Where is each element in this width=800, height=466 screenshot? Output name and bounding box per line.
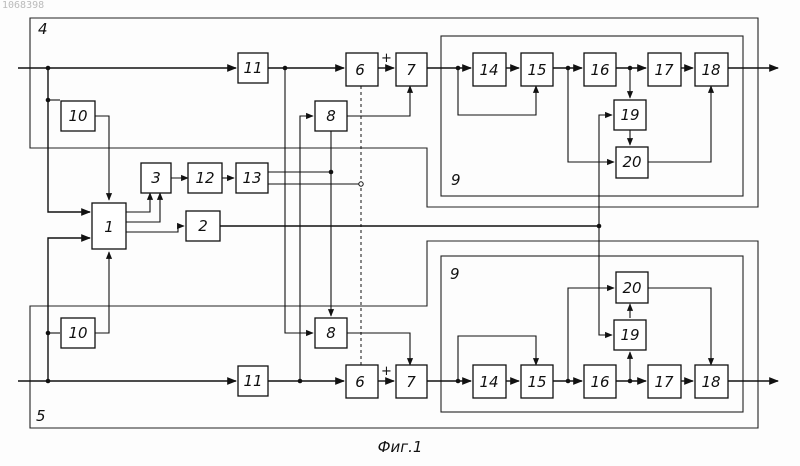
document-number: 1068398 [2,0,44,11]
block-17-top: 17 [648,53,681,86]
svg-text:20: 20 [622,153,641,171]
upper-channel-frame [30,18,758,207]
wire-8-bot-to-7-bot [347,333,410,365]
block-15-top: 15 [521,53,553,86]
block-17-bot: 17 [648,365,681,398]
block-8-top: 8 [315,101,347,131]
frame-label-5: 5 [36,407,46,425]
svg-text:8: 8 [326,324,336,342]
svg-text:14: 14 [479,61,498,79]
svg-text:6: 6 [355,61,365,79]
block-20-bot: 20 [616,272,648,303]
block-14-top: 14 [473,53,506,86]
block-6-bot: 6 [346,365,378,398]
svg-text:16: 16 [590,373,609,391]
wire-11-top-to-8-bot [285,68,313,333]
svg-text:11: 11 [243,59,262,77]
svg-text:14: 14 [479,373,498,391]
svg-text:19: 19 [620,106,639,124]
junction-open [359,182,363,186]
block-20-top: 20 [616,147,648,178]
svg-text:7: 7 [406,373,416,391]
svg-text:6: 6 [355,373,365,391]
block-19-bot: 19 [614,320,646,350]
svg-text:18: 18 [701,373,720,391]
wire-11-bot-to-8-top [300,116,313,381]
block-12: 12 [188,163,222,193]
svg-text:10: 10 [68,107,87,125]
svg-text:16: 16 [590,61,609,79]
block-10-bot: 10 [61,318,95,348]
figure-caption: Фиг.1 [378,438,423,456]
wire-8-top-to-7-top [347,86,410,116]
block-14-bot: 14 [473,365,506,398]
svg-text:15: 15 [527,61,546,79]
block-19-top: 19 [614,100,646,130]
wire-10-bot-to-1 [95,252,109,333]
block-7-bot: 7 [396,365,427,398]
block-18-top: 18 [695,53,728,86]
svg-text:20: 20 [622,279,641,297]
svg-text:17: 17 [654,61,674,79]
frame-label-9-lower: 9 [450,265,460,283]
wire-1-to-3-a [126,193,150,212]
svg-text:15: 15 [527,373,546,391]
wire-bot-in-to-1 [48,238,90,381]
block-7-top: 7 [396,53,427,86]
svg-text:7: 7 [406,61,416,79]
svg-text:3: 3 [151,169,161,187]
wire-top-in-to-1 [48,68,90,212]
svg-text:2: 2 [198,217,208,235]
block-10-top: 10 [61,101,95,131]
block-16-top: 16 [584,53,616,86]
lower-channel-frame [30,241,758,428]
plus-sign-bot: + [381,364,392,379]
svg-text:13: 13 [242,169,261,187]
svg-text:17: 17 [654,373,674,391]
wire-2-to-19-top [599,115,612,225]
wire-10-top-to-1 [95,116,109,200]
frame-label-4: 4 [38,20,48,38]
block-11-top: 11 [238,53,268,83]
block-13: 13 [236,163,268,193]
svg-text:10: 10 [68,324,87,342]
block-1: 1 [92,203,126,249]
svg-text:8: 8 [326,107,336,125]
block-3: 3 [141,163,171,193]
wire-1-to-3-b [126,193,160,222]
svg-text:18: 18 [701,61,720,79]
svg-text:1: 1 [104,218,114,236]
wire-20-to-18-top [648,86,711,162]
plus-sign-top: + [381,51,392,66]
block-2: 2 [186,211,220,241]
svg-text:12: 12 [195,169,214,187]
block-8-bot: 8 [315,318,347,348]
block-15-bot: 15 [521,365,553,398]
frame-label-9-upper: 9 [451,171,461,189]
block-6-top: 6 [346,53,378,86]
svg-text:19: 19 [620,326,639,344]
block-11-bot: 11 [238,366,268,396]
wire-1-to-2 [126,226,184,232]
block-16-bot: 16 [584,365,616,398]
wire-20-to-18-bot [648,288,711,365]
block-18-bot: 18 [695,365,728,398]
svg-text:11: 11 [243,372,262,390]
